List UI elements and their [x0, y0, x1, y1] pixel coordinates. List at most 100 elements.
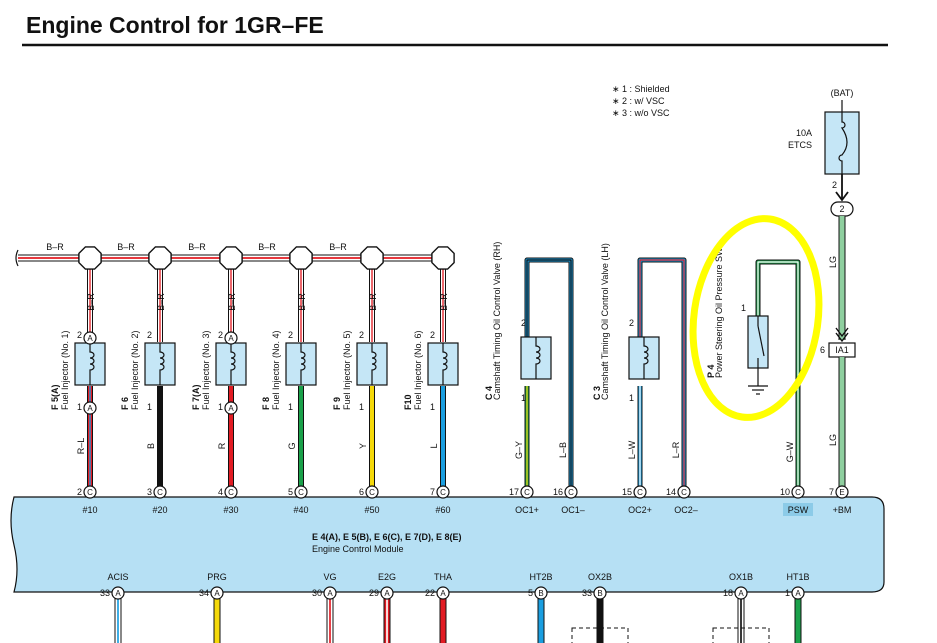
injector-top-pin: 2	[218, 330, 223, 340]
camshaft-oil-control-valve	[520, 336, 552, 380]
injector-name: Fuel Injector (No. 4)	[271, 330, 281, 410]
ecm-bottom-terminal-label: THA	[434, 572, 452, 582]
bat-label: (BAT)	[831, 88, 854, 98]
pin-connector-letter: A	[327, 589, 333, 598]
fuel-injector	[285, 342, 317, 386]
ecm-pin-connector: C	[633, 485, 647, 499]
fuel-injector	[215, 342, 247, 386]
ecm-bottom-pin-connector: A	[734, 586, 748, 600]
ia1-label: IA1	[835, 345, 849, 355]
ecm-pin-number: 4	[218, 487, 223, 497]
pin-connector-letter: A	[87, 404, 93, 413]
bus-wire-label: B–R	[329, 242, 347, 252]
cam-valve-wire-b-label: L–R	[671, 441, 681, 458]
ecm-bottom-terminal-label: HT2B	[529, 572, 552, 582]
pin-connector-letter: C	[795, 488, 801, 497]
ecm-bottom-pin-connector: B	[593, 586, 607, 600]
cam-valve-wire-b-label: L–B	[558, 442, 568, 458]
ecm-pin-number: 3	[147, 487, 152, 497]
ecm-pin-number: 17	[509, 487, 519, 497]
injector-top-wire-label: B–R	[439, 293, 449, 311]
bus-wire-label: B–R	[46, 242, 64, 252]
power-steering-switch	[747, 315, 769, 395]
injector-top-wire-label: B–R	[156, 293, 166, 311]
pin-connector-letter: C	[369, 488, 375, 497]
pin-connector-letter: C	[228, 488, 234, 497]
ecm-bottom-terminal-label: PRG	[207, 572, 227, 582]
injector-name: Fuel Injector (No. 2)	[130, 330, 140, 410]
pin-connector-letter: C	[524, 488, 530, 497]
cam-valve-top-pin: 2	[521, 318, 526, 328]
ecm-bottom-terminal-label: ACIS	[107, 572, 128, 582]
ecm-connectors-label: E 4(A), E 5(B), E 6(C), E 7(D), E 8(E)	[312, 532, 462, 542]
ecm-pin-connector: C	[564, 485, 578, 499]
pin-connector-letter: C	[440, 488, 446, 497]
pin-connector-letter: A	[440, 589, 446, 598]
pin-connector-letter: C	[87, 488, 93, 497]
injector-bottom-wire-label: G	[287, 442, 297, 449]
fuse-name: ETCS	[788, 140, 812, 150]
ecm-terminal-label: OC1+	[515, 505, 539, 515]
note-2: ∗ 2 : w/ VSC	[612, 96, 665, 106]
injector-id: F 9	[332, 397, 342, 410]
ecm-pin-connector: C	[153, 485, 167, 499]
pin-connector-letter: C	[568, 488, 574, 497]
splice-node	[148, 246, 172, 270]
injector-top-pin: 2	[288, 330, 293, 340]
splice-node	[289, 246, 313, 270]
ecm-bottom-pin-connector: A	[380, 586, 394, 600]
psw-id: P 4	[706, 365, 716, 378]
injector-name: Fuel Injector (No. 5)	[342, 330, 352, 410]
ecm-pin-connector: C	[294, 485, 308, 499]
cam-valve-wire-a-label: L–W	[627, 440, 637, 459]
injector-bottom-wire-label: R–L	[76, 438, 86, 455]
cam-valve-id: C 4	[484, 386, 494, 400]
fuse-pin: 2	[832, 180, 837, 190]
injector-id: F10	[403, 394, 413, 410]
ecm-bottom-pin-number: 5	[528, 588, 533, 598]
ecm-pin-number: 15	[622, 487, 632, 497]
injector-bottom-pin: 1	[218, 402, 223, 412]
ecm-terminal-label: +BM	[833, 505, 852, 515]
injector-bottom-wire-label: B	[146, 443, 156, 449]
cam-valve-id: C 3	[592, 386, 602, 400]
pin-connector-letter: A	[228, 404, 234, 413]
ecm-bottom-pin-connector: A	[436, 586, 450, 600]
injector-id: F 8	[261, 397, 271, 410]
pin-connector-letter: A	[115, 589, 121, 598]
fuel-injector	[74, 342, 106, 386]
pin-connector-letter: A	[384, 589, 390, 598]
ecm-terminal-label: #50	[364, 505, 379, 515]
highlight-circle	[689, 215, 823, 421]
injector-bottom-wire-label: R	[217, 442, 227, 449]
injector-top-pin: 2	[77, 330, 82, 340]
cam-valve-name: Camshaft Timing Oil Control Valve (LH)	[600, 243, 610, 400]
ecm-pin-connector: C	[224, 485, 238, 499]
injector-bottom-wire-label: Y	[358, 443, 368, 449]
injector-top-wire-label: B–R	[86, 293, 96, 311]
cam-valve-wire-b	[637, 257, 687, 492]
pin-connector-letter: C	[157, 488, 163, 497]
bus-wire-label: B–R	[258, 242, 276, 252]
connector-arrow	[835, 191, 849, 202]
pin-connector-letter: B	[597, 589, 602, 598]
ecm-bottom-pin-connector: A	[210, 586, 224, 600]
injector-name: Fuel Injector (No. 1)	[60, 330, 70, 410]
note-1: ∗ 1 : Shielded	[612, 84, 670, 94]
injector-top-wire-label: B–R	[368, 293, 378, 311]
psw-terminal-highlight	[783, 503, 813, 516]
pin-connector-letter: A	[214, 589, 220, 598]
splice-node	[431, 246, 455, 270]
ecm-bottom-pin-connector: A	[791, 586, 805, 600]
injector-bottom-pin: 1	[430, 402, 435, 412]
ia1-pin: 6	[820, 345, 825, 355]
pin-connector-letter: C	[637, 488, 643, 497]
ecm-terminal-label: OC2+	[628, 505, 652, 515]
psw-wire-label: G–W	[785, 441, 795, 462]
ecm-bottom-pin-connector: A	[323, 586, 337, 600]
injector-top-connector: A	[224, 331, 238, 345]
pin-connector-letter: A	[738, 589, 744, 598]
lg-wire-label: LG	[828, 256, 838, 268]
junction-arrow	[835, 327, 849, 343]
